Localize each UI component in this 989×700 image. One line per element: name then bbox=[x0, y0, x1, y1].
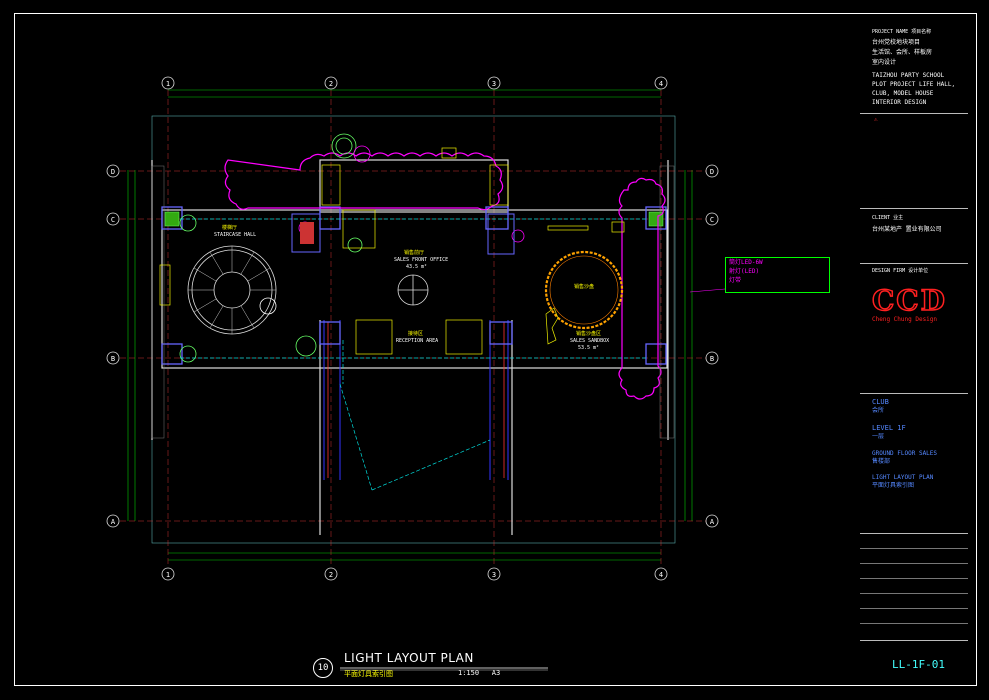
drawing-frame bbox=[14, 13, 977, 686]
grid-col-4-bottom: 4 bbox=[659, 571, 663, 579]
room-label-sandbox-area-en: SALES SANDBOX bbox=[570, 338, 610, 344]
room-label-sandbox-area-cn: 销售沙盘区 bbox=[576, 331, 602, 337]
project-en-line-4: INTERIOR DESIGN bbox=[872, 99, 927, 106]
drawing-number-bubble: 10 bbox=[313, 658, 333, 678]
grid-row-a-right: A bbox=[710, 518, 715, 526]
room-label-sandbox-area-size: 53.5 m² bbox=[578, 345, 600, 351]
room-label-sandbox-cn: 销售沙盘 bbox=[574, 284, 595, 290]
project-cn-line-1: 台州党校地块项目 bbox=[872, 39, 921, 46]
project-en-line-2: PLOT PROJECT LIFE HALL, bbox=[872, 81, 956, 88]
grid-row-c-left: C bbox=[111, 216, 115, 224]
grid-row-b-left: B bbox=[111, 355, 115, 363]
drawing-name-en: LIGHT LAYOUT PLAN bbox=[872, 474, 934, 481]
revision-box bbox=[860, 113, 968, 194]
walls-inner bbox=[323, 320, 509, 480]
room-label-front-office-area: 43.5 m² bbox=[406, 264, 428, 270]
grid-col-1-top: 1 bbox=[166, 80, 170, 88]
grid-lines bbox=[120, 90, 708, 565]
legend-item-downlight: 筒灯LED-6W bbox=[729, 259, 763, 266]
ccd-logo-subtitle: Cheng Chung Design bbox=[872, 316, 938, 323]
drawing-scale: 1:150 A3 bbox=[458, 669, 501, 677]
legend-item-light-strip: 灯带 bbox=[729, 277, 742, 284]
signature-box bbox=[860, 533, 968, 634]
project-en-line-3: CLUB, MODEL HOUSE bbox=[872, 90, 934, 97]
room-label-front-office-cn: 销售前厅 bbox=[404, 250, 425, 256]
spiral-staircase bbox=[187, 245, 277, 335]
level-cn: 一层 bbox=[872, 433, 885, 440]
grid-bubbles bbox=[106, 76, 719, 581]
ccd-logo: CCD bbox=[871, 283, 947, 318]
legend-item-spotlight: 射灯(LED) bbox=[729, 268, 760, 275]
central-pendant bbox=[397, 274, 429, 306]
title-block: PROJECT NAME 项目名称 台州党校地块项目 生活馆、会所、样板房 室内… bbox=[860, 18, 968, 682]
lighting-legend: 筒灯LED-6W 射灯(LED) 灯带 bbox=[725, 257, 830, 293]
sheet-number: LL-1F-01 bbox=[892, 658, 945, 671]
drawing-subtitle: 平面灯具索引图 bbox=[344, 670, 393, 678]
landscape-planting bbox=[224, 152, 666, 400]
design-firm-label: DESIGN FIRM 设计单位 bbox=[872, 268, 929, 274]
client-box bbox=[860, 208, 968, 259]
furniture bbox=[159, 147, 625, 355]
room-label-staircase-en: STAIRCASE HALL bbox=[214, 232, 257, 238]
grid-row-c-right: C bbox=[710, 216, 714, 224]
grid-row-b-right: B bbox=[710, 355, 714, 363]
grid-col-3-top: 3 bbox=[492, 80, 496, 88]
trees bbox=[179, 133, 363, 363]
project-cn-line-3: 室内设计 bbox=[872, 59, 897, 66]
drawing-title: LIGHT LAYOUT PLAN bbox=[344, 651, 474, 665]
legend-leader bbox=[689, 288, 726, 293]
zone-cn: 会所 bbox=[872, 407, 885, 414]
room-label-staircase-cn: 楼梯厅 bbox=[222, 225, 238, 231]
grid-row-d-right: D bbox=[710, 168, 714, 176]
grid-col-2-top: 2 bbox=[329, 80, 333, 88]
area-en: GROUND FLOOR SALES bbox=[872, 450, 938, 457]
light-circuits bbox=[180, 218, 646, 491]
design-firm-box bbox=[860, 263, 968, 399]
drawing-info-box bbox=[860, 393, 968, 534]
client-label: CLIENT 业主 bbox=[872, 215, 904, 221]
revision-triangle-icon: ⚠ bbox=[874, 116, 878, 123]
grid-col-2-bottom: 2 bbox=[329, 571, 333, 579]
level-en: LEVEL 1F bbox=[872, 424, 906, 432]
room-label-reception-en: RECEPTION AREA bbox=[396, 338, 439, 344]
grid-row-d-left: D bbox=[111, 168, 115, 176]
grid-col-1-bottom: 1 bbox=[166, 571, 170, 579]
dimension-lines bbox=[127, 89, 693, 561]
grid-col-4-top: 4 bbox=[659, 80, 663, 88]
project-en-line-1: TAIZHOU PARTY SCHOOL bbox=[872, 72, 945, 79]
project-name-label: PROJECT NAME 项目名称 bbox=[872, 29, 932, 35]
room-label-reception-cn: 接待区 bbox=[408, 331, 424, 337]
client-name: 台州某地产 置业有限公司 bbox=[872, 226, 942, 233]
grid-col-3-bottom: 3 bbox=[492, 571, 496, 579]
project-cn-line-2: 生活馆、会所、样板房 bbox=[872, 49, 933, 56]
sheet-number-box bbox=[860, 640, 968, 683]
area-cn: 售楼部 bbox=[872, 458, 891, 465]
room-label-front-office-en: SALES FRONT OFFICE bbox=[394, 257, 449, 263]
drawing-name-cn: 平面灯具索引图 bbox=[872, 482, 915, 489]
grid-row-a-left: A bbox=[111, 518, 116, 526]
sandbox-model bbox=[544, 250, 624, 330]
zone-en: CLUB bbox=[872, 398, 889, 406]
